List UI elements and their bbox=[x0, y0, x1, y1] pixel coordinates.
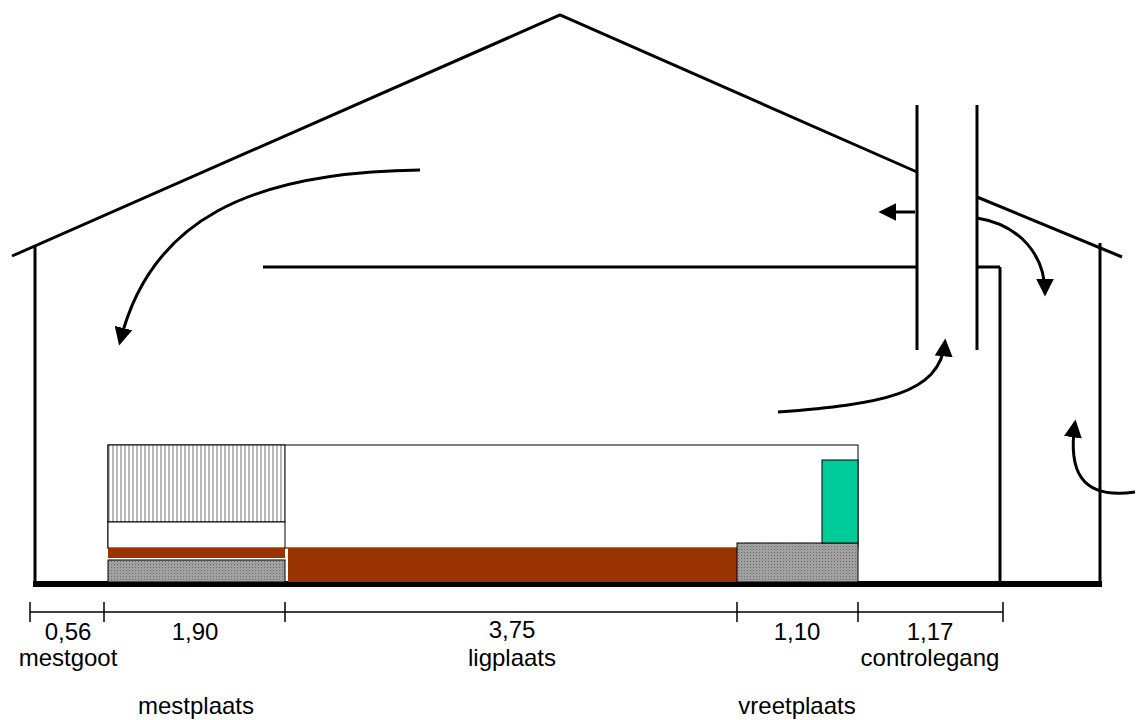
dimension-value: 1,17 bbox=[907, 620, 954, 644]
area-name: ligplaats bbox=[468, 646, 556, 670]
dimension-value: 0,56 bbox=[45, 620, 92, 644]
area-name: mestgoot bbox=[19, 646, 118, 670]
dimension-value: 1,10 bbox=[774, 620, 821, 644]
area-name: controlegang bbox=[861, 646, 1000, 670]
dimension-value: 1,90 bbox=[172, 620, 219, 644]
area-name: mestplaats bbox=[138, 694, 254, 718]
dimension-value: 3,75 bbox=[489, 618, 536, 642]
area-name: vreetplaats bbox=[738, 694, 855, 718]
